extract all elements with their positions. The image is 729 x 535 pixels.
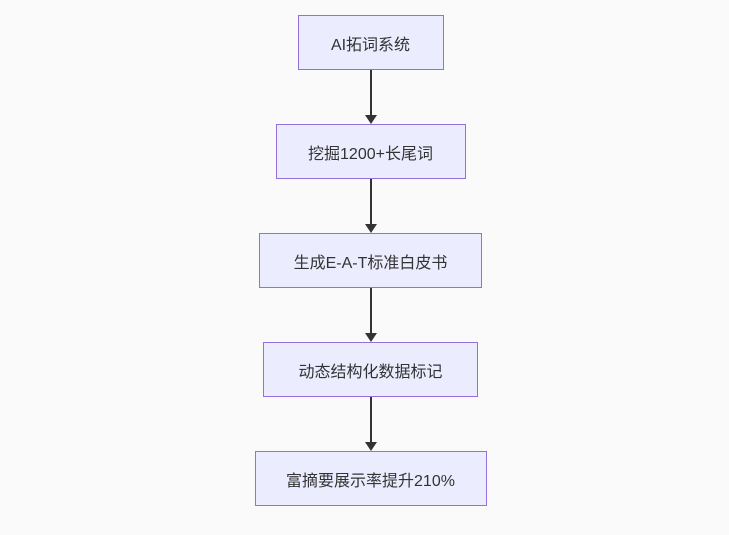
edge-line — [369, 179, 372, 224]
flow-node-label: 生成E-A-T标准白皮书 — [293, 254, 448, 272]
edge-line — [369, 288, 372, 333]
flow-edge — [364, 397, 377, 451]
flow-node: 动态结构化数据标记 — [263, 342, 478, 397]
flow-node-label: AI拓词系统 — [330, 36, 411, 54]
arrowhead-down-icon — [364, 333, 377, 342]
flow-node: 挖掘1200+长尾词 — [275, 124, 466, 179]
arrowhead-down-icon — [364, 442, 377, 451]
flow-edge — [364, 179, 377, 233]
arrowhead-down-icon — [364, 115, 377, 124]
flow-node-label: 挖掘1200+长尾词 — [308, 145, 433, 163]
edge-line — [369, 397, 372, 442]
flow-node: AI拓词系统 — [297, 15, 444, 70]
arrowhead-down-icon — [364, 224, 377, 233]
flow-node: 富摘要展示率提升210% — [254, 451, 487, 506]
flow-edge — [364, 70, 377, 124]
flow-node-label: 动态结构化数据标记 — [298, 363, 443, 381]
flowchart-column: AI拓词系统 挖掘1200+长尾词 生成E-A-T标准白皮书 动态结构化数据标记 — [6, 15, 729, 506]
flow-node: 生成E-A-T标准白皮书 — [259, 233, 482, 288]
edge-line — [369, 70, 372, 115]
flow-node-label: 富摘要展示率提升210% — [286, 472, 455, 490]
flow-edge — [364, 288, 377, 342]
